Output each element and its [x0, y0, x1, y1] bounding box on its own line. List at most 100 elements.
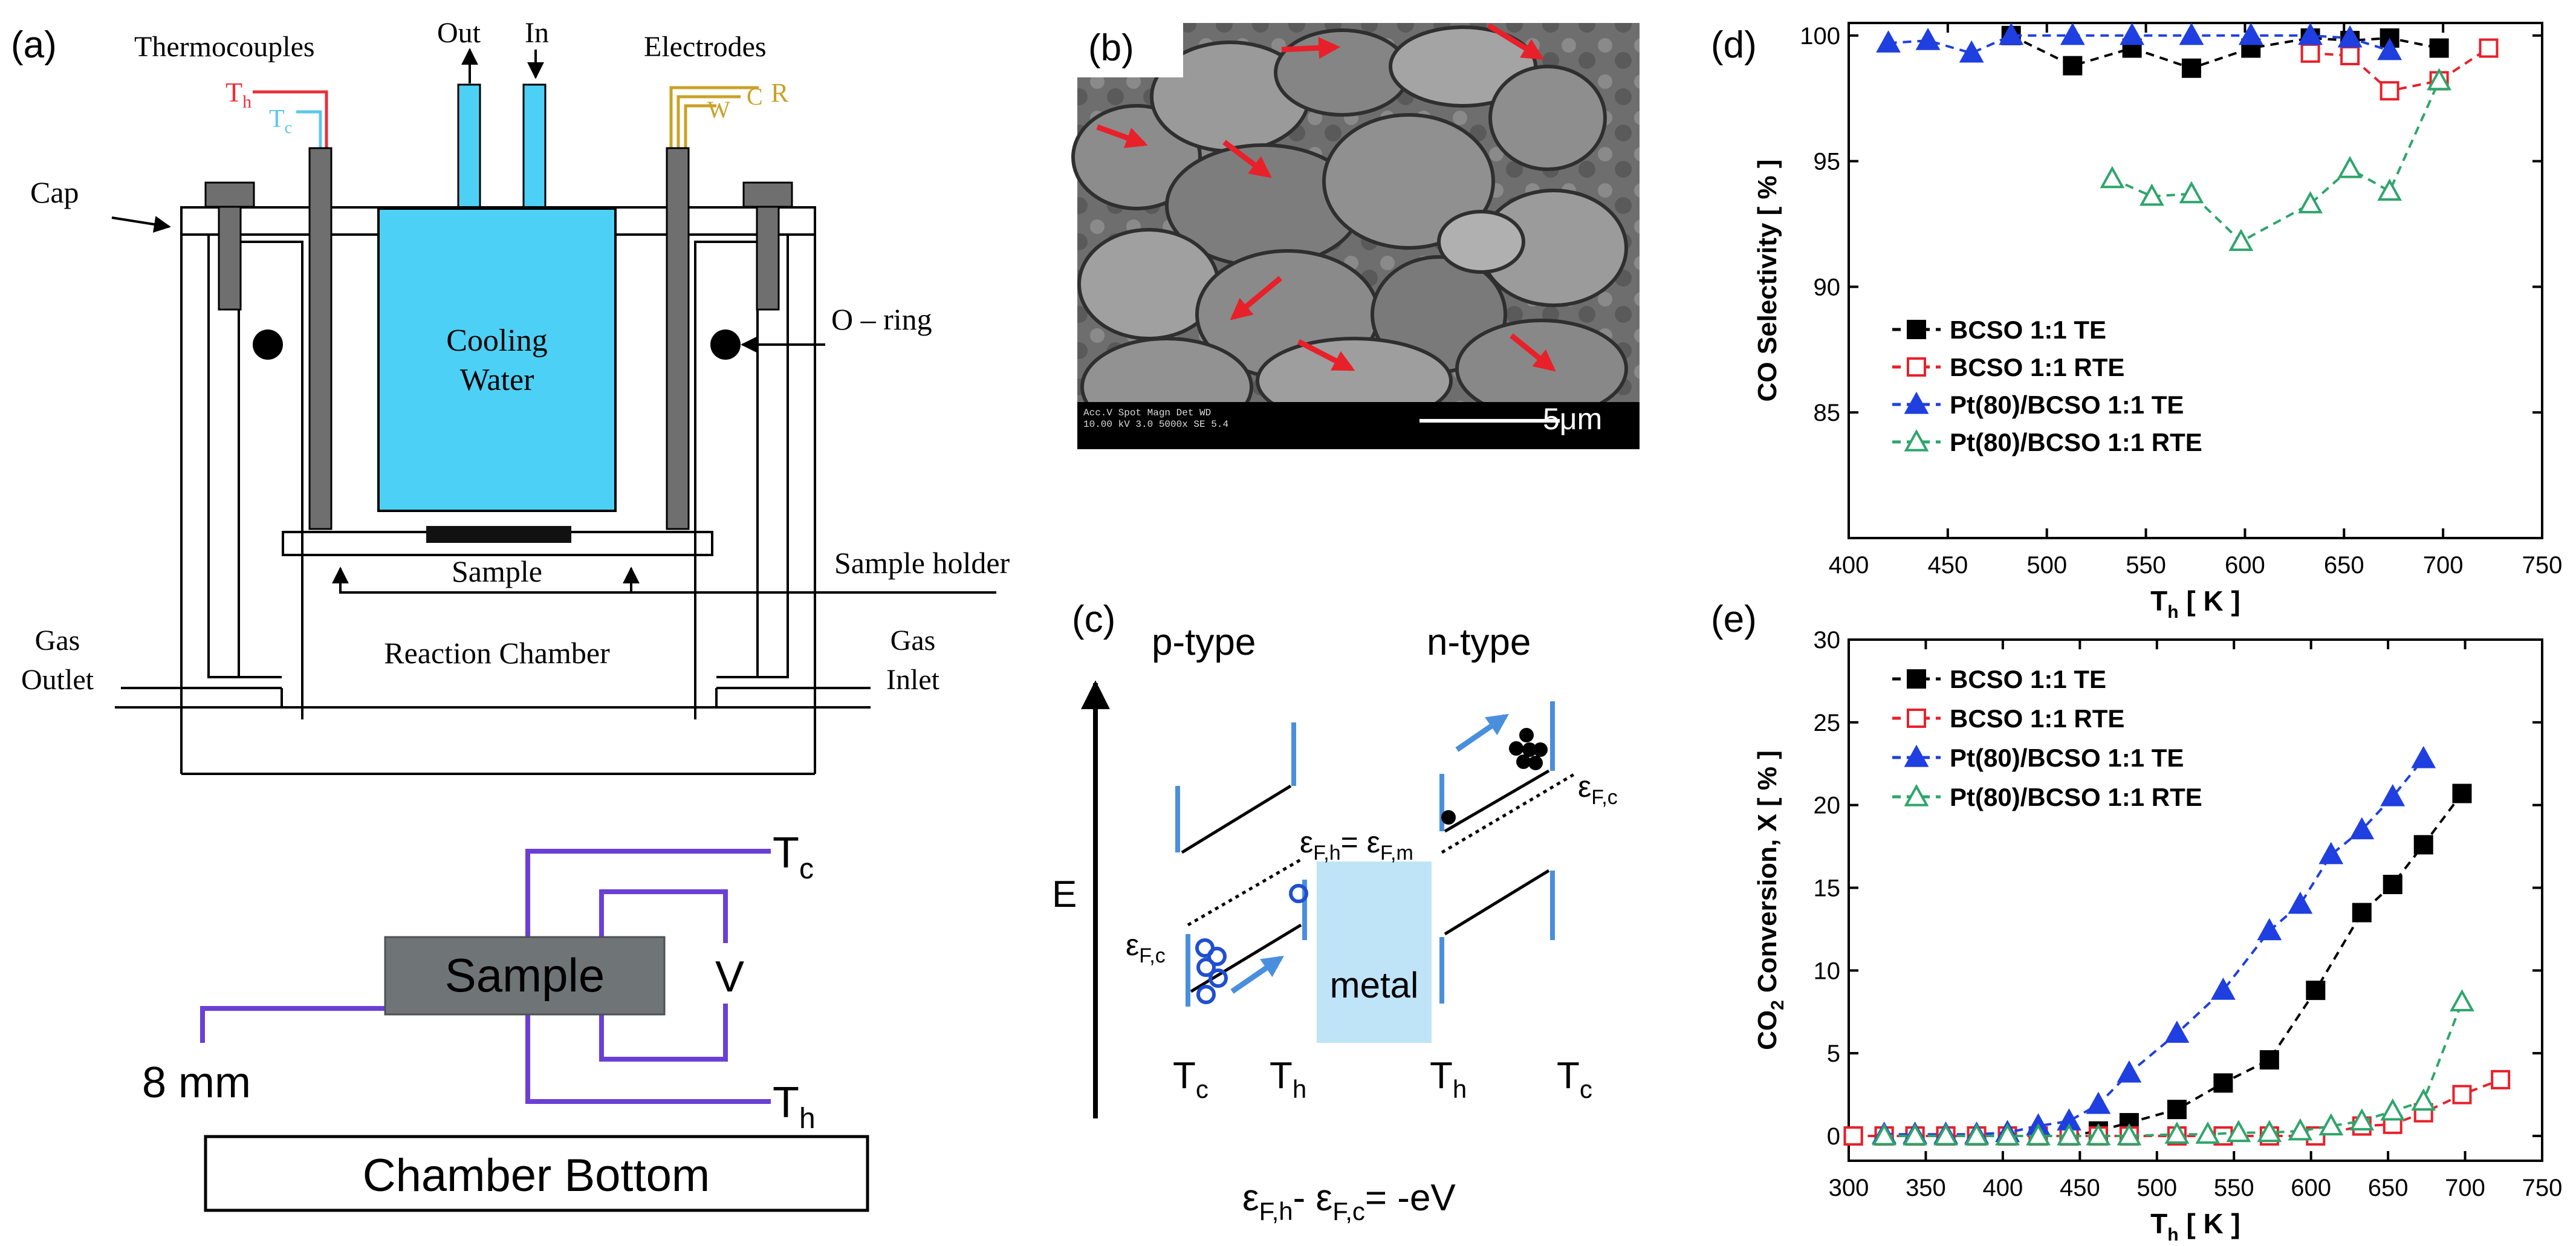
legend-swatch-marker [1904, 391, 1929, 414]
chamber-bottom-box [204, 1135, 869, 1212]
legend-swatch-marker [1904, 429, 1929, 452]
series-1 [2300, 38, 2499, 101]
th-wire [253, 90, 328, 148]
data-point [2063, 56, 2083, 76]
tc-wire [296, 110, 322, 148]
x-tick-label: 700 [2445, 1175, 2485, 1201]
x-tick-label: 650 [2368, 1175, 2409, 1201]
plot-frame [1848, 22, 2543, 539]
lower-th-label: Th [773, 1079, 816, 1135]
electrodes-label: Electrodes [644, 31, 767, 63]
electron-drift-arrow [1455, 713, 1509, 752]
electrode-rod [666, 147, 690, 530]
data-point [2300, 43, 2320, 63]
sem-scalebar-label: 5μm [1543, 402, 1602, 436]
x-tick-label: 500 [2136, 1175, 2177, 1201]
lower-wiring [200, 849, 771, 1104]
data-point [2164, 1020, 2190, 1043]
data-point [2257, 1120, 2282, 1143]
band-edges [1175, 701, 1555, 1007]
data-point [2380, 81, 2399, 101]
cooling-label-1: Cooling [446, 323, 548, 358]
thermocouples-label: Thermocouples [134, 31, 315, 63]
data-point [2411, 1088, 2436, 1111]
sem-info-bar [1077, 402, 1640, 449]
out-label: Out [437, 17, 481, 49]
electrode-wires [669, 86, 759, 148]
x-tick-label: 600 [2225, 552, 2265, 579]
lower-tc-label: Tc [773, 829, 814, 885]
x-tick-label: 550 [2126, 552, 2166, 579]
data-point [2195, 1121, 2221, 1144]
data-point [2411, 745, 2436, 768]
data-point [1903, 1123, 1927, 1146]
chamber-bottom-label: Chamber Bottom [363, 1150, 710, 1201]
series-line [2310, 47, 2490, 92]
data-point [1933, 1123, 1958, 1146]
data-point [2086, 1123, 2111, 1146]
x-tick-label: 400 [1983, 1175, 2023, 1201]
x-tick-label: 700 [2423, 552, 2464, 579]
data-point [2117, 1060, 2142, 1083]
series-0 [1843, 784, 2472, 1146]
panel-a-label: (a) [11, 24, 57, 66]
legend-label: Pt(80)/BCSO 1:1 RTE [1950, 428, 2202, 456]
x-tick-label: 500 [2026, 552, 2067, 579]
sample-label: Sample [452, 554, 542, 588]
data-point [2226, 1120, 2251, 1143]
y-tick-label: 5 [1827, 1040, 1840, 1067]
sample-holder-label: Sample holder [834, 546, 1010, 580]
data-point [2349, 817, 2375, 840]
data-point [2259, 1050, 2279, 1070]
data-point [1959, 40, 1984, 63]
x-axis-label: Th [ K ] [2150, 585, 2240, 622]
panel-b: Acc.V Spot Magn Det WD 10.00 kV 3.0 5000… [1071, 23, 1640, 449]
legend-swatch-marker [1907, 320, 1926, 339]
panel-b-label-bg [1077, 23, 1183, 77]
x-tick-label: 550 [2214, 1175, 2254, 1201]
panel-d-label: (d) [1711, 24, 1757, 66]
tc-left-label: Tc [1173, 1055, 1209, 1103]
legend-swatch-marker [1907, 709, 1926, 728]
efc-left-label: εF,c [1126, 928, 1166, 967]
sem-info-1: Acc.V Spot Magn Det WD [1083, 407, 1211, 418]
data-point [2380, 1098, 2406, 1121]
gas-inlet-label-1: Gas [891, 625, 936, 657]
legend-label: BCSO 1:1 TE [1950, 316, 2106, 344]
o-ring-label: O – ring [831, 302, 932, 336]
data-point [2479, 38, 2499, 58]
data-point [2306, 981, 2326, 1001]
data-point [2213, 1073, 2233, 1093]
x-axis-label: Th [ K ] [2150, 1208, 2240, 1245]
th-wire-label: Th [225, 77, 251, 112]
data-point [2340, 46, 2360, 66]
outlet-tube [457, 83, 481, 213]
legend-label: BCSO 1:1 RTE [1950, 353, 2124, 381]
holes [1195, 884, 1308, 1004]
panel-b-label: (b) [1088, 27, 1134, 69]
gas-inlet-label-2: Inlet [886, 664, 940, 696]
cap-arrow [111, 216, 171, 233]
data-point [2179, 181, 2204, 204]
y-axis-label: CO2 Conversion, X [ % ] [1753, 750, 1788, 1050]
sem-grains [1071, 25, 1628, 437]
series-line [2112, 80, 2441, 244]
data-point [2452, 1085, 2472, 1105]
data-point [2298, 22, 2323, 45]
legend-label: BCSO 1:1 RTE [1950, 704, 2124, 733]
hole-drift-arrow [1230, 955, 1284, 994]
y-tick-label: 20 [1814, 793, 1841, 819]
data-point [2380, 784, 2406, 806]
data-point [2057, 1123, 2081, 1146]
panel-a: (a) Thermocouples Out In Electrodes Th T… [11, 17, 1010, 1212]
y-tick-label: 10 [1814, 958, 1841, 984]
lower-v-label: V [715, 953, 744, 1001]
panel-e-label: (e) [1711, 599, 1757, 640]
series-3 [2100, 68, 2451, 251]
metal-block [1317, 861, 1432, 1043]
gas-outlet-label-1: Gas [35, 625, 80, 657]
data-point [2181, 58, 2201, 78]
y-tick-label: 30 [1814, 627, 1841, 654]
tc-wire-label: Tc [269, 105, 292, 137]
electrode-w-label: W [707, 96, 730, 123]
